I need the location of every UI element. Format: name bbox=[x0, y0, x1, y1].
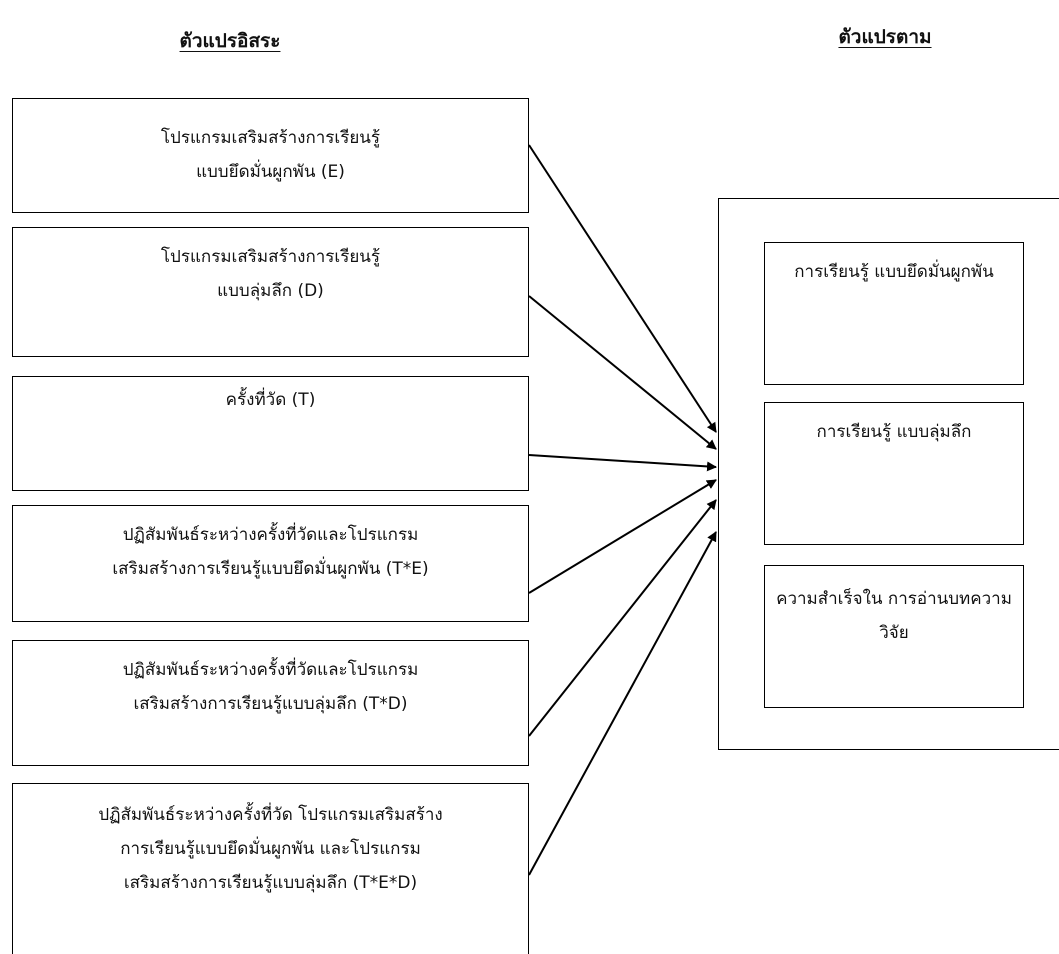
box-text-line: ครั้งที่วัด (T) bbox=[225, 390, 316, 410]
box-text-line: เสริมสร้างการเรียนรู้แบบลุ่มลึก (T*E*D) bbox=[123, 873, 418, 893]
box-text-line: แบบยึดมั่นผูกพัน (E) bbox=[196, 162, 345, 182]
box-text-line: การเรียนรู้ bbox=[794, 262, 869, 282]
box-text-line: โปรแกรมเสริมสร้างการเรียนรู้ bbox=[160, 128, 381, 148]
arrow-ted-to-outcomes bbox=[528, 531, 717, 876]
dependent-variable-box: การเรียนรู้ แบบยึดมั่นผูกพัน bbox=[764, 242, 1024, 385]
box-text-line: แบบยึดมั่นผูกพัน bbox=[874, 262, 994, 282]
independent-variable-box: ปฏิสัมพันธ์ระหว่างครั้งที่วัดและโปรแกรม … bbox=[12, 505, 529, 622]
independent-variable-box: ครั้งที่วัด (T) bbox=[12, 376, 529, 491]
box-text-line: การเรียนรู้แบบยึดมั่นผูกพัน และโปรแกรม bbox=[120, 839, 421, 859]
box-text-line: ปฏิสัมพันธ์ระหว่างครั้งที่วัดและโปรแกรม bbox=[122, 660, 419, 680]
box-text-line: เสริมสร้างการเรียนรู้แบบลุ่มลึก (T*D) bbox=[133, 694, 408, 714]
box-text-line: เสริมสร้างการเรียนรู้แบบยึดมั่นผูกพัน (T… bbox=[112, 559, 429, 579]
box-text-line: ความสำเร็จใน bbox=[776, 589, 883, 609]
arrow-td-to-outcomes bbox=[528, 499, 717, 737]
box-text-line: ปฏิสัมพันธ์ระหว่างครั้งที่วัดและโปรแกรม bbox=[122, 525, 419, 545]
arrow-t-to-outcomes bbox=[528, 454, 717, 472]
independent-variable-box: โปรแกรมเสริมสร้างการเรียนรู้ แบบลุ่มลึก … bbox=[12, 227, 529, 357]
independent-variable-box: โปรแกรมเสริมสร้างการเรียนรู้ แบบยึดมั่นผ… bbox=[12, 98, 529, 213]
arrow-d-to-outcomes bbox=[528, 295, 717, 450]
box-text-line: ปฏิสัมพันธ์ระหว่างครั้งที่วัด โปรแกรมเสร… bbox=[98, 805, 443, 825]
arrow-te-to-outcomes bbox=[528, 479, 717, 594]
dependent-variables-heading: ตัวแปรตาม bbox=[838, 26, 932, 48]
independent-variable-box: ปฏิสัมพันธ์ระหว่างครั้งที่วัด โปรแกรมเสร… bbox=[12, 783, 529, 954]
dependent-variable-box: ความสำเร็จใน การอ่านบทความวิจัย bbox=[764, 565, 1024, 708]
box-text-line: โปรแกรมเสริมสร้างการเรียนรู้ bbox=[160, 247, 381, 267]
independent-variables-heading: ตัวแปรอิสระ bbox=[179, 30, 281, 52]
box-text-line: การอ่านบทความวิจัย bbox=[879, 589, 1012, 643]
box-text-line: แบบลุ่มลึก bbox=[896, 422, 972, 442]
arrow-e-to-outcomes bbox=[528, 144, 717, 433]
independent-variable-box: ปฏิสัมพันธ์ระหว่างครั้งที่วัดและโปรแกรม … bbox=[12, 640, 529, 766]
box-text-line: การเรียนรู้ bbox=[816, 422, 892, 442]
box-text-line: แบบลุ่มลึก (D) bbox=[217, 281, 324, 301]
dependent-variable-box: การเรียนรู้ แบบลุ่มลึก bbox=[764, 402, 1024, 545]
